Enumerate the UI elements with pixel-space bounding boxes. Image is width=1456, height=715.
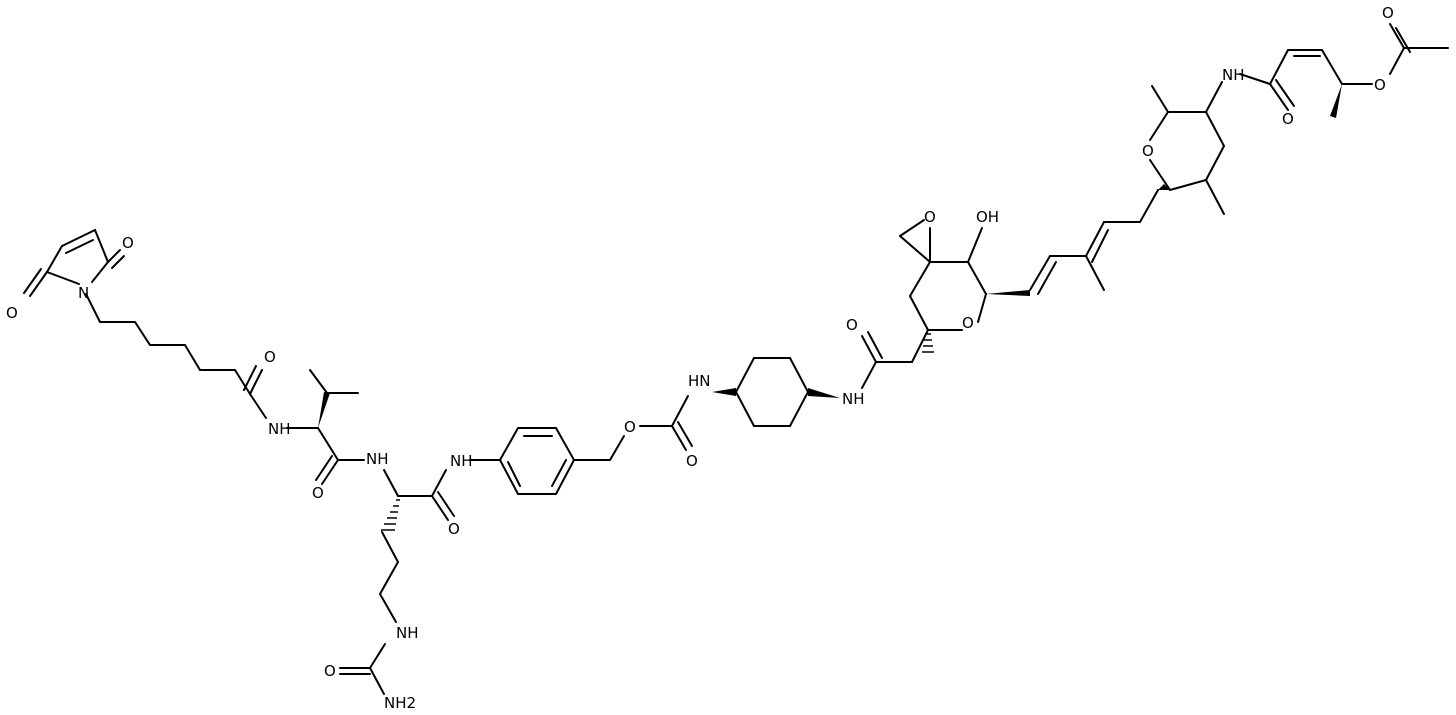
atom-label-amide-o: O bbox=[846, 316, 858, 334]
atom-labels: O O N O NH O NH O NH O NH2 NH O O HN NH … bbox=[6, 4, 1394, 712]
acetamide-linker bbox=[861, 329, 929, 389]
atom-label-ring-o: O bbox=[962, 314, 974, 332]
acyl-side-chain bbox=[1239, 23, 1449, 118]
atom-label-mal-n: N bbox=[78, 284, 89, 302]
atom-label-acetate-co: O bbox=[1382, 4, 1394, 22]
atom-label-cit-nh: NH bbox=[366, 450, 389, 468]
atom-label-urea-o: O bbox=[324, 662, 336, 680]
citrulline-hashed-bond bbox=[381, 499, 400, 531]
atom-label-cit-o: O bbox=[448, 520, 460, 538]
pyran-hashed-bond bbox=[922, 333, 934, 353]
atom-label-mal-o-left: O bbox=[6, 304, 18, 322]
tetrahydropyran-ring bbox=[1149, 81, 1225, 215]
valine-residue bbox=[286, 369, 365, 485]
atom-label-chx-nh-left: HN bbox=[688, 372, 711, 390]
atom-label-carbamate-o: O bbox=[686, 452, 698, 470]
diene-chain bbox=[1029, 189, 1159, 295]
maleimide-ring bbox=[23, 229, 125, 297]
atom-label-val-nh: NH bbox=[268, 420, 291, 438]
atom-label-val-o: O bbox=[312, 484, 324, 502]
cyclohexane-ring bbox=[712, 357, 840, 427]
atom-label-mal-o-top: O bbox=[122, 234, 134, 252]
atom-label-acetate-o: O bbox=[1374, 76, 1386, 94]
atom-label-thp-o: O bbox=[1142, 142, 1154, 160]
atom-label-carbamate-o-ester: O bbox=[624, 418, 636, 436]
atom-label-side-amide-o: O bbox=[1282, 110, 1294, 128]
atom-label-oh: OH bbox=[976, 208, 999, 226]
atom-label-urea-nh2: NH2 bbox=[384, 694, 416, 712]
para-aminobenzyl-ring bbox=[469, 395, 693, 495]
spiro-epoxide-pyran bbox=[899, 219, 1030, 353]
atom-label-hex-o: O bbox=[264, 348, 276, 366]
hexanoyl-chain bbox=[85, 293, 267, 419]
atom-label-cit-ureido-nh: NH bbox=[396, 624, 419, 642]
atom-label-pab-nh: NH bbox=[450, 452, 473, 470]
atom-label-epox-o: O bbox=[924, 208, 936, 226]
citrulline-residue bbox=[339, 469, 455, 695]
atom-label-chx-nh-right: NH bbox=[842, 390, 865, 408]
atom-label-side-nh: NH bbox=[1222, 66, 1245, 84]
